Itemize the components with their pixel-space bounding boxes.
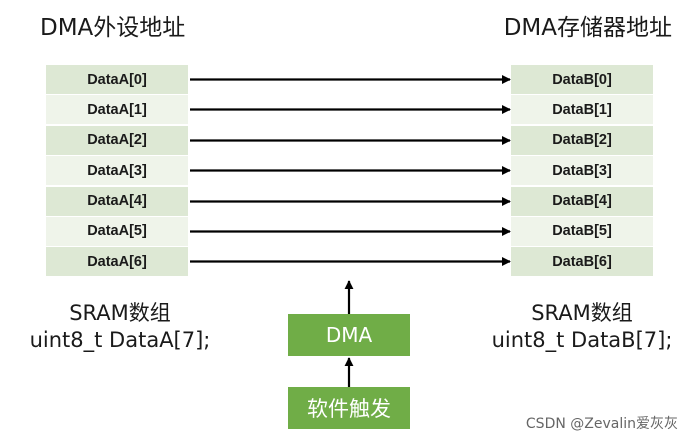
source-cell: DataA[0] [46, 65, 188, 94]
software-trigger-box: 软件触发 [288, 387, 410, 429]
source-caption-line2: uint8_t DataA[7]; [29, 328, 211, 352]
dest-array-caption: SRAM数组 uint8_t DataB[7]; [482, 300, 682, 354]
dest-cell: DataB[2] [511, 125, 653, 155]
source-cell: DataA[4] [46, 186, 188, 216]
peripheral-address-heading: DMA外设地址 [40, 15, 186, 41]
dest-cell: DataB[4] [511, 186, 653, 216]
source-cell: DataA[3] [46, 156, 188, 186]
dest-cell: DataB[6] [511, 247, 653, 277]
source-array-column: DataA[0] DataA[1] DataA[2] DataA[3] Data… [46, 65, 188, 278]
source-cell: DataA[2] [46, 125, 188, 155]
source-caption-line1: SRAM数组 [69, 301, 171, 325]
memory-address-heading: DMA存储器地址 [503, 15, 672, 41]
dest-cell: DataB[5] [511, 216, 653, 246]
dest-array-column: DataB[0] DataB[1] DataB[2] DataB[3] Data… [511, 65, 653, 278]
dest-caption-line1: SRAM数组 [531, 301, 633, 325]
source-array-caption: SRAM数组 uint8_t DataA[7]; [20, 300, 220, 354]
dest-caption-line2: uint8_t DataB[7]; [491, 328, 673, 352]
dma-controller-box: DMA [288, 314, 410, 356]
dest-cell: DataB[0] [511, 65, 653, 94]
source-cell: DataA[6] [46, 247, 188, 277]
source-cell: DataA[5] [46, 216, 188, 246]
source-cell: DataA[1] [46, 95, 188, 125]
dest-cell: DataB[1] [511, 95, 653, 125]
dest-cell: DataB[3] [511, 156, 653, 186]
csdn-watermark: CSDN @Zevalin爱灰灰 [525, 416, 678, 432]
